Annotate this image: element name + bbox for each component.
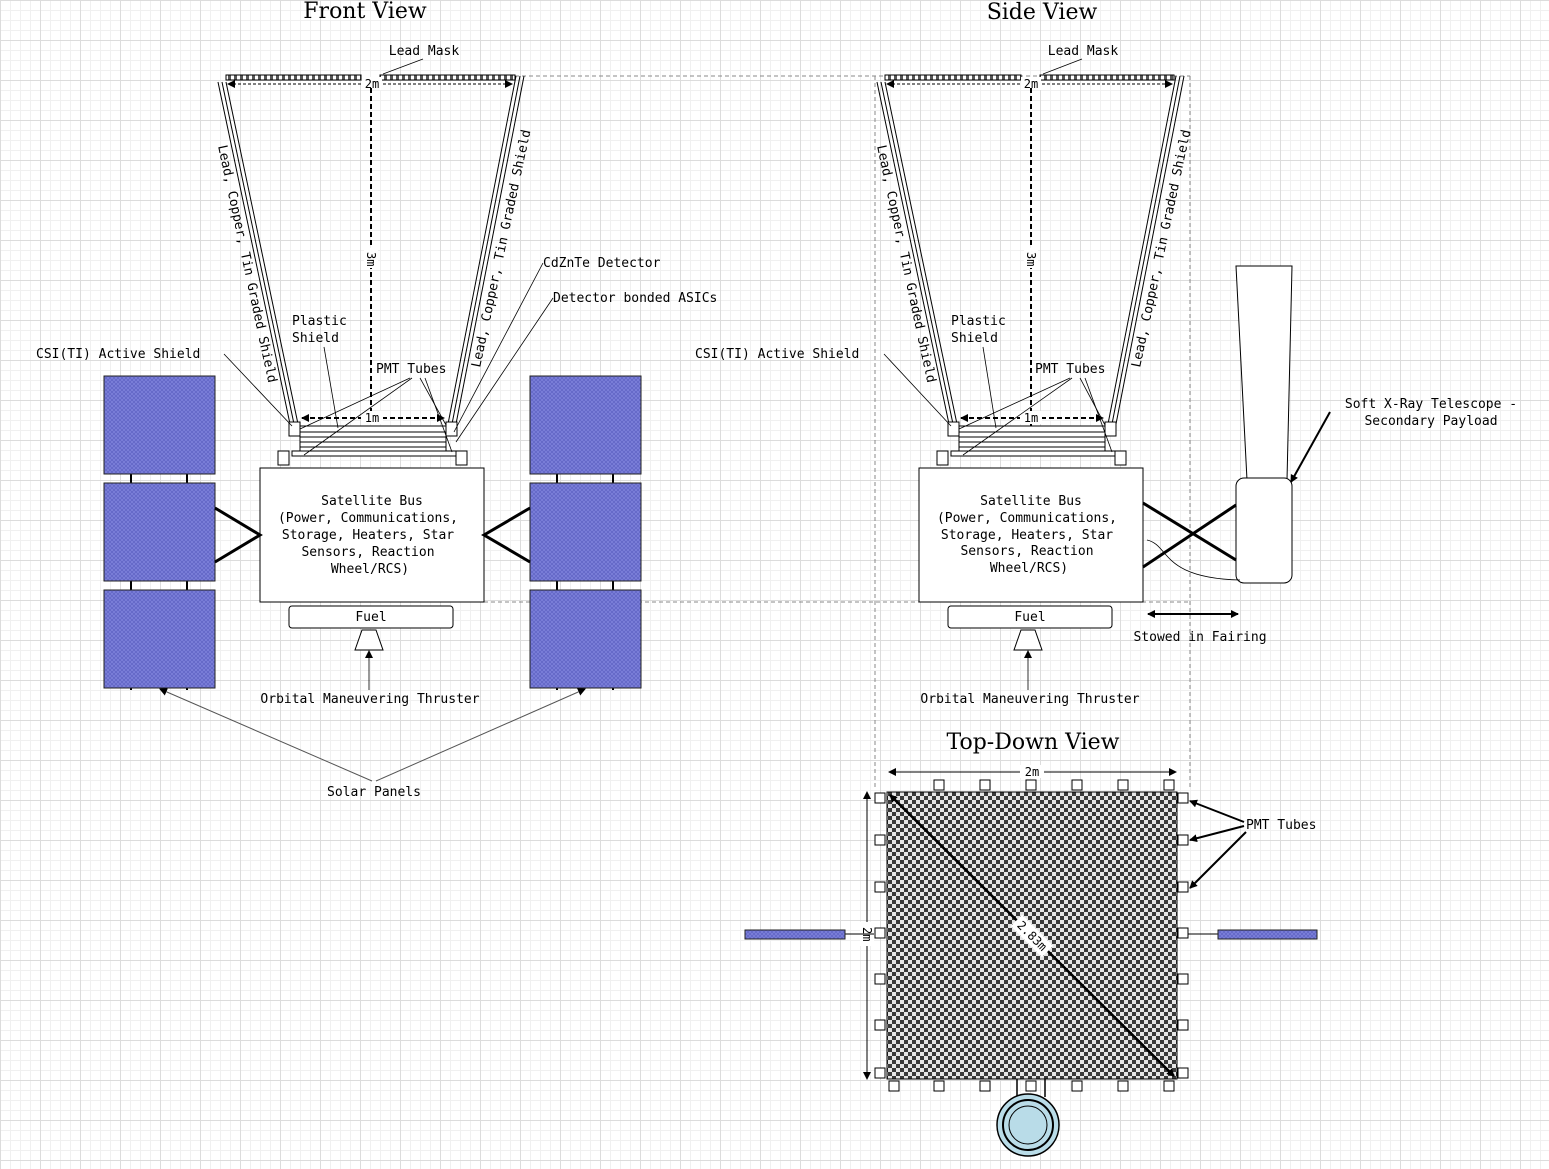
xray-label-1: Soft X-Ray Telescope -	[1345, 397, 1517, 412]
bus-line: Satellite Bus	[980, 494, 1082, 509]
top-view-title: Top-Down View	[947, 730, 1120, 755]
graded-shield-left	[217, 81, 299, 425]
graded-shield-right-label: Lead, Copper, Tin Graded Shield	[1129, 128, 1194, 368]
dim-1m-front: 1m	[365, 411, 379, 425]
pmt-tubes-label-front: PMT Tubes	[376, 362, 446, 377]
pmt-tube-ring	[874, 779, 1189, 1092]
solar-panel-edge-left	[744, 929, 846, 940]
satellite-bus-front	[259, 467, 485, 603]
side-view-title: Side View	[987, 0, 1098, 25]
satellite-bus-side	[918, 467, 1144, 603]
bus-line: Sensors, Reaction	[301, 545, 434, 560]
lead-mask-label: Lead Mask	[389, 44, 460, 59]
dim-3m-front: 3m	[364, 252, 378, 266]
csi-shield-label: CSI(TI) Active Shield	[36, 347, 200, 362]
solar-array-left	[103, 375, 263, 690]
bus-line: Satellite Bus	[321, 494, 423, 509]
solar-panel	[103, 589, 216, 689]
fuel-label-front: Fuel	[355, 610, 386, 625]
cdznte-label: CdZnTe Detector	[543, 256, 661, 271]
lead-mask-right	[379, 74, 516, 81]
pmt-tube	[1104, 421, 1117, 437]
side-view: Side View Lead Mask Lead, Copper, Tin Gr…	[695, 0, 1517, 707]
fuel-tank-side	[947, 605, 1113, 629]
dim-3m-side: 3m	[1024, 252, 1038, 266]
solar-panel	[103, 375, 216, 475]
pmt-tube	[936, 450, 949, 466]
pmt-tubes-label-side: PMT Tubes	[1035, 362, 1105, 377]
solar-panel	[529, 375, 642, 475]
pmt-tube	[277, 450, 290, 466]
thruster-label-front: Orbital Maneuvering Thruster	[260, 692, 479, 707]
plastic-shield-label-2: Shield	[292, 331, 339, 346]
bus-line: Sensors, Reaction	[960, 544, 1093, 559]
bus-line: (Power, Communications,	[937, 511, 1117, 526]
dim-2m-front: 2m	[365, 77, 379, 91]
thruster-label-side: Orbital Maneuvering Thruster	[920, 692, 1139, 707]
graded-shield-right-label: Lead, Copper, Tin Graded Shield	[469, 128, 534, 368]
graded-shield-right	[447, 75, 525, 425]
solar-panel	[103, 482, 216, 582]
thruster-side	[1013, 629, 1043, 651]
fuel-label-side: Fuel	[1014, 610, 1045, 625]
solar-panels-label: Solar Panels	[327, 785, 421, 800]
plastic-shield-label-1: Plastic	[951, 314, 1006, 329]
graded-shield-left	[876, 81, 958, 425]
plastic-shield-label-1: Plastic	[292, 314, 347, 329]
bus-line: Storage, Heaters, Star	[941, 528, 1113, 543]
xray-telescope	[1142, 265, 1293, 584]
lead-mask-left	[225, 74, 362, 81]
bus-line: Wheel/RCS)	[331, 562, 409, 577]
graded-shield-right	[1107, 75, 1185, 425]
bus-line: Wheel/RCS)	[990, 561, 1068, 576]
solar-array-right	[481, 375, 642, 690]
solar-panel-edge-right	[1217, 929, 1318, 940]
xray-telescope-top	[996, 1079, 1060, 1157]
dim-1m-side: 1m	[1024, 411, 1038, 425]
front-view-title: Front View	[303, 0, 427, 24]
pmt-tube	[1114, 450, 1127, 466]
lead-mask-label: Lead Mask	[1048, 44, 1119, 59]
thruster-front	[354, 629, 384, 651]
detector-stack-side	[936, 421, 1127, 466]
lead-mask-right	[1039, 74, 1175, 81]
pmt-tube	[455, 450, 468, 466]
detector-stack-front	[277, 421, 468, 466]
xray-label-2: Secondary Payload	[1364, 414, 1497, 429]
asics-label: Detector bonded ASICs	[553, 291, 717, 306]
solar-panel	[529, 482, 642, 582]
bus-line: Storage, Heaters, Star	[282, 528, 454, 543]
csi-shield-label: CSI(TI) Active Shield	[695, 347, 859, 362]
dim-2m-top: 2m	[1025, 765, 1039, 779]
fuel-tank-front	[288, 605, 454, 629]
plastic-shield-label-2: Shield	[951, 331, 998, 346]
bus-line: (Power, Communications,	[278, 511, 458, 526]
pmt-tube	[445, 421, 458, 437]
stowed-label: Stowed in Fairing	[1133, 630, 1266, 645]
solar-panel	[529, 589, 642, 689]
top-down-view: Top-Down View 2m 2m 2.83m	[744, 730, 1318, 1157]
front-view: Front View Lead Mask Lead, Copper, Tin G…	[36, 0, 717, 800]
lead-mask-left	[884, 74, 1022, 81]
pmt-tubes-label-top: PMT Tubes	[1246, 818, 1316, 833]
dim-2m-side: 2m	[1024, 77, 1038, 91]
